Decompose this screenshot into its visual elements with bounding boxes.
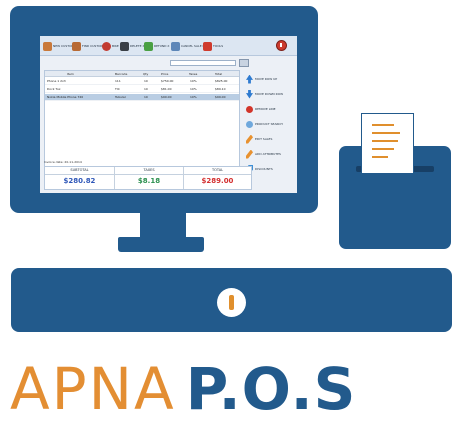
column-header: Price — [161, 72, 169, 76]
delete-icon — [120, 41, 129, 51]
receipt-icon — [361, 113, 414, 174]
add-attributes-button[interactable]: ADD ATTRIBUTES — [246, 147, 294, 161]
user-icon — [43, 41, 52, 51]
tools-icon — [203, 41, 212, 51]
row-price: $90.00 — [161, 95, 172, 99]
row-code: 111 — [115, 79, 121, 83]
delete-button[interactable]: DELETE X — [120, 39, 145, 53]
total-block: TOTAL $289.00 — [183, 167, 251, 189]
move-row-down-button[interactable]: MOVE DOWN ROW — [246, 87, 294, 101]
edit-sales-button[interactable]: EDIT SALES — [246, 132, 294, 146]
row-code: TIC — [115, 87, 120, 91]
row-total: $89.10 — [215, 87, 226, 91]
column-header: Taxes — [189, 72, 198, 76]
column-header: Total — [215, 72, 223, 76]
invoice-date: Invoice date: 20-11-2014 — [44, 160, 82, 164]
receipt-line — [372, 132, 400, 134]
receipt-line — [372, 156, 388, 158]
row-tax: 10% — [190, 95, 197, 99]
column-header: Item — [67, 72, 74, 76]
row-qty: 10 — [144, 79, 148, 83]
total-label: TOTAL — [184, 167, 251, 175]
taxes-block: TAXES $8.18 — [114, 167, 183, 189]
receipt-line — [372, 124, 394, 126]
row-qty: 10 — [144, 95, 148, 99]
arrow-down-icon — [246, 89, 253, 99]
row-item: Phone 1 2x3 — [47, 79, 66, 83]
monitor-stand — [118, 237, 204, 252]
pos-toolbar: NEW CUSTOMER FIND CUSTOMER BIKE DELETE X… — [40, 36, 297, 56]
find-customer-button[interactable]: FIND CUSTOMER — [72, 39, 107, 53]
edit-icon — [246, 134, 253, 144]
grid-header: Item Barcode Qty Price Taxes Total — [45, 71, 239, 77]
table-row-selected[interactable]: Nokia Mobile Phone 720 Tubular 10 $90.00… — [45, 94, 239, 101]
search-button[interactable] — [239, 59, 249, 67]
taxes-label: TAXES — [115, 167, 183, 175]
monitor-neck — [140, 213, 186, 239]
user-search-icon — [72, 41, 81, 51]
bike-button[interactable]: BIKE — [102, 39, 119, 53]
row-code: Tubular — [115, 95, 126, 99]
remove-line-button[interactable]: REMOVE LINE — [246, 102, 294, 116]
pos-screen: NEW CUSTOMER FIND CUSTOMER BIKE DELETE X… — [40, 36, 297, 193]
row-price: $750.00 — [161, 79, 174, 83]
row-price: $81.00 — [161, 87, 172, 91]
search-input[interactable] — [170, 60, 236, 66]
row-total: $825.00 — [215, 79, 228, 83]
subtotal-label: SUBTOTAL — [45, 167, 114, 175]
row-qty: 10 — [144, 87, 148, 91]
refund-icon — [144, 41, 153, 51]
table-row[interactable]: Dock Tux TIC 10 $81.00 10% $89.10 — [45, 86, 239, 93]
product-search-button[interactable]: PRODUCT SEARCH — [246, 117, 294, 131]
attributes-icon — [246, 149, 253, 159]
subtotal-block: SUBTOTAL $280.82 — [45, 167, 114, 189]
cancel-icon — [171, 41, 180, 51]
receipt-line — [372, 140, 398, 142]
subtotal-value: $280.82 — [63, 177, 96, 185]
bike-icon — [102, 41, 111, 51]
remove-icon — [246, 105, 253, 113]
tools-button[interactable]: TOOLS — [203, 39, 223, 53]
monitor-frame: NEW CUSTOMER FIND CUSTOMER BIKE DELETE X… — [10, 6, 318, 213]
refund-button[interactable]: REFUND X — [144, 39, 169, 53]
column-header: Qty — [143, 72, 149, 76]
brand-word-pos: P.O.S — [185, 355, 357, 423]
brand-word-apna: APNA — [10, 355, 176, 423]
arrow-up-icon — [246, 74, 253, 84]
table-row[interactable]: Phone 1 2x3 111 10 $750.00 10% $825.00 — [45, 78, 239, 85]
row-total: $99.00 — [215, 95, 226, 99]
row-tax: 10% — [190, 79, 197, 83]
receipt-line — [372, 148, 394, 150]
cancel-sale-item-button[interactable]: CANCEL SALE ITEM — [171, 39, 210, 53]
drawer-lock-icon — [217, 288, 246, 317]
column-header: Barcode — [115, 72, 128, 76]
search-icon — [246, 120, 253, 128]
taxes-value: $8.18 — [137, 177, 161, 185]
discounts-button[interactable]: DISCOUNTS — [246, 162, 294, 176]
total-value: $289.00 — [201, 177, 234, 185]
power-icon[interactable] — [276, 40, 287, 51]
row-tax: 10% — [190, 87, 197, 91]
row-item: Dock Tux — [47, 87, 61, 91]
move-row-up-button[interactable]: MOVE ROW UP — [246, 72, 294, 86]
new-customer-button[interactable]: NEW CUSTOMER — [43, 39, 78, 53]
cash-drawer — [11, 268, 452, 332]
row-item: Nokia Mobile Phone 720 — [47, 95, 84, 99]
totals-panel: SUBTOTAL $280.82 TAXES $8.18 TOTAL $289.… — [44, 166, 252, 190]
